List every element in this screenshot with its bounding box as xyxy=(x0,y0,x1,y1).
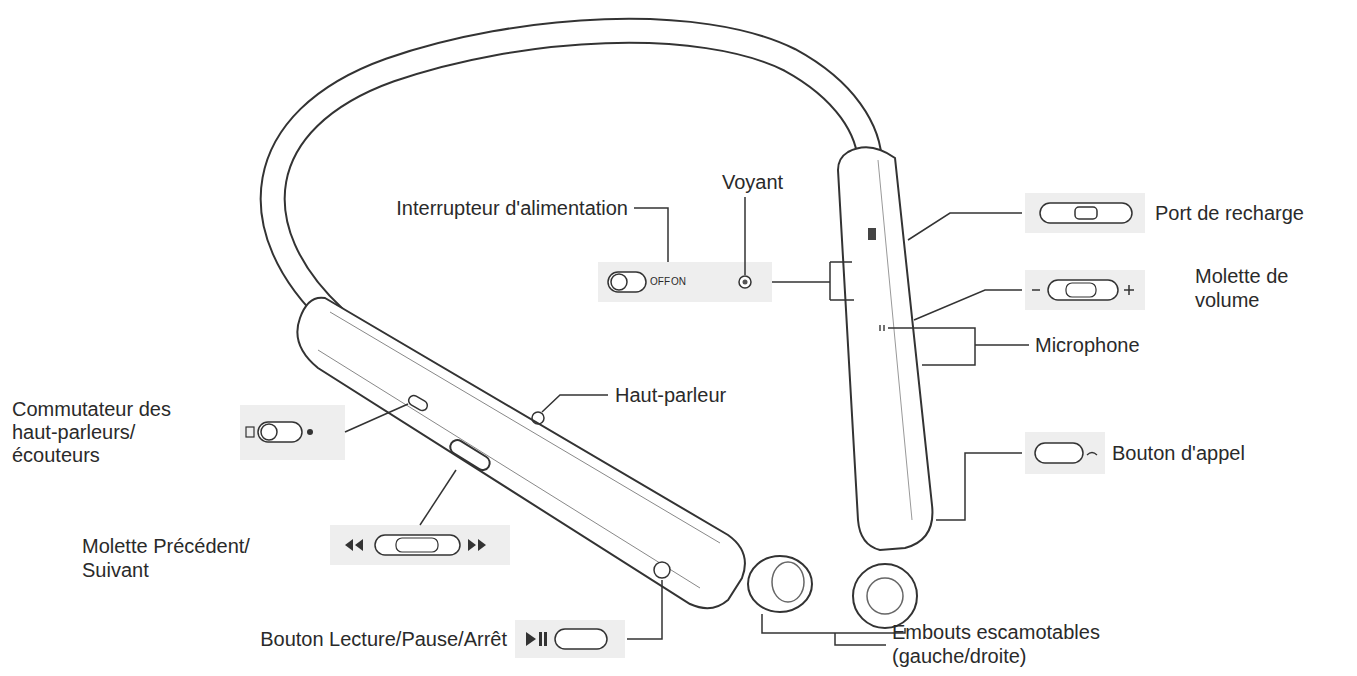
callout-label: Bouton d'appel xyxy=(1112,441,1245,465)
button-insets-part xyxy=(258,422,302,442)
leader-lines-part xyxy=(345,404,408,432)
button-insets-part xyxy=(526,632,536,646)
button-insets-part xyxy=(1032,289,1040,291)
right-arm-part xyxy=(853,564,917,628)
button-insets-part xyxy=(375,535,460,555)
callout-label: Port de recharge xyxy=(1155,201,1304,225)
button-insets-part xyxy=(240,405,345,460)
leader-lines-part xyxy=(914,290,1022,320)
right-arm-part xyxy=(867,578,903,614)
button-insets-part xyxy=(544,632,547,646)
leader-lines-part xyxy=(420,470,456,525)
button-insets-part xyxy=(246,427,254,437)
callout-label: Voyant xyxy=(722,170,783,194)
neckband-part xyxy=(273,31,870,318)
button-insets-part xyxy=(515,620,625,658)
leader-lines-part xyxy=(762,614,905,645)
leader-lines-part xyxy=(627,580,662,639)
button-insets-part xyxy=(739,276,751,288)
button-insets-part xyxy=(555,629,607,649)
neckband-part xyxy=(273,31,870,318)
left-arm-part xyxy=(654,562,670,578)
right-arm-part xyxy=(880,325,884,331)
button-insets-part xyxy=(1025,193,1145,233)
left-arm-part xyxy=(772,562,804,602)
callout-label: Commutateur des haut-parleurs/ écouteurs xyxy=(12,398,190,467)
left-arm-part xyxy=(448,437,493,472)
button-insets-part xyxy=(330,525,510,565)
button-insets-part xyxy=(598,262,772,302)
callout-label: Interrupteur d'alimentation xyxy=(396,196,628,220)
callout-label: Molette de volume xyxy=(1195,264,1320,312)
callout-label: Haut-parleur xyxy=(615,383,726,407)
button-insets-part xyxy=(1040,203,1132,223)
button-insets xyxy=(240,193,1145,658)
leader-lines xyxy=(345,197,1029,645)
button-insets-part xyxy=(1075,207,1097,219)
right-arm-part xyxy=(868,228,876,240)
left-arm-part xyxy=(330,312,720,543)
leader-lines-part xyxy=(772,262,854,300)
right-arm xyxy=(838,147,932,628)
right-arm-part xyxy=(838,147,932,550)
leader-lines-part xyxy=(888,328,1029,365)
button-insets-part xyxy=(1066,283,1096,297)
left-arm-part xyxy=(532,412,544,424)
button-insets-part xyxy=(468,539,486,551)
button-insets-part xyxy=(611,274,627,290)
neckband xyxy=(273,31,870,318)
button-insets-part xyxy=(1035,443,1083,463)
left-arm-part xyxy=(297,298,745,609)
button-insets-part xyxy=(1025,432,1105,474)
callout-label: Embouts escamotables (gauche/droite) xyxy=(892,620,1112,668)
callout-label: Microphone xyxy=(1035,333,1140,357)
right-arm-part xyxy=(878,160,912,520)
left-arm xyxy=(297,298,812,612)
button-insets-part xyxy=(1124,285,1134,295)
button-insets-part xyxy=(1087,453,1097,456)
leader-lines-part xyxy=(744,197,746,275)
button-insets-part xyxy=(307,429,313,435)
button-insets-part xyxy=(396,538,438,552)
leader-lines-part xyxy=(634,208,668,262)
button-insets-part xyxy=(345,539,363,551)
callout-label: Molette Précédent/ Suivant xyxy=(82,534,280,582)
left-arm-part xyxy=(748,556,812,612)
button-insets-part xyxy=(608,272,646,292)
button-insets-part xyxy=(1025,270,1145,310)
button-insets-part xyxy=(743,280,748,285)
left-arm-part xyxy=(407,394,429,413)
button-insets-part xyxy=(261,424,277,440)
callout-label: Bouton Lecture/Pause/Arrêt xyxy=(260,627,507,651)
leader-lines-part xyxy=(542,395,608,412)
leader-lines-part xyxy=(908,213,1022,240)
callout-label: ON xyxy=(671,276,686,288)
button-insets-part xyxy=(1048,280,1118,300)
leader-lines-part xyxy=(936,453,1022,520)
button-insets-part xyxy=(539,632,542,646)
callout-label: OFF xyxy=(650,276,670,288)
